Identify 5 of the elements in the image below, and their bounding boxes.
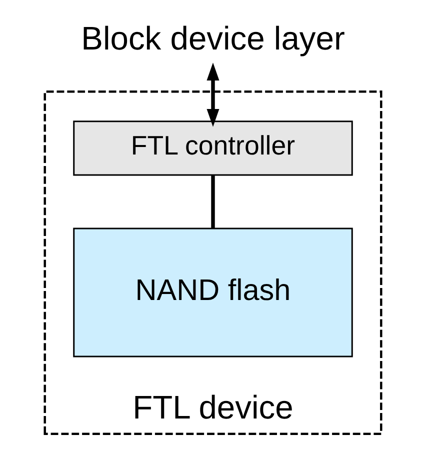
arrow (206, 62, 220, 127)
connector (211, 176, 215, 228)
node-box: FTL controller (73, 120, 353, 176)
node-box: NAND flash (73, 228, 353, 358)
node-text: Block device layer (81, 19, 345, 56)
